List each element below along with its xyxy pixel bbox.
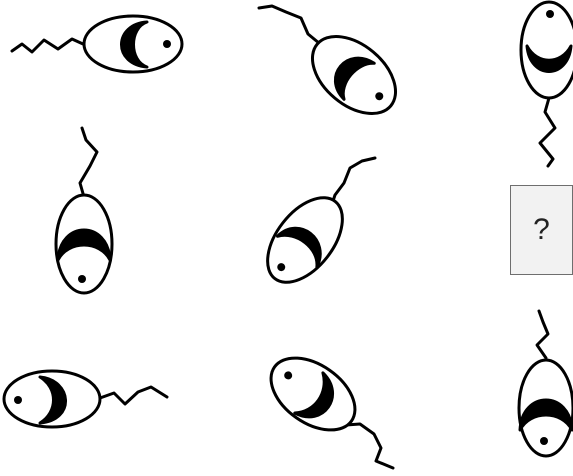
cell-figure-r3c1 — [4, 371, 167, 427]
cell-figure-r3c3 — [519, 311, 573, 456]
cell-figure-r2c2 — [253, 158, 375, 296]
missing-figure-box[interactable]: ? — [510, 185, 573, 275]
cell-figure-r3c2 — [258, 343, 393, 468]
cell-figure-r1c1 — [12, 16, 182, 72]
cell-figure-r2c1 — [56, 128, 112, 293]
cell-figure-r1c3 — [521, 2, 573, 166]
question-mark: ? — [511, 186, 572, 274]
cell-figure-r1c2 — [259, 6, 410, 129]
